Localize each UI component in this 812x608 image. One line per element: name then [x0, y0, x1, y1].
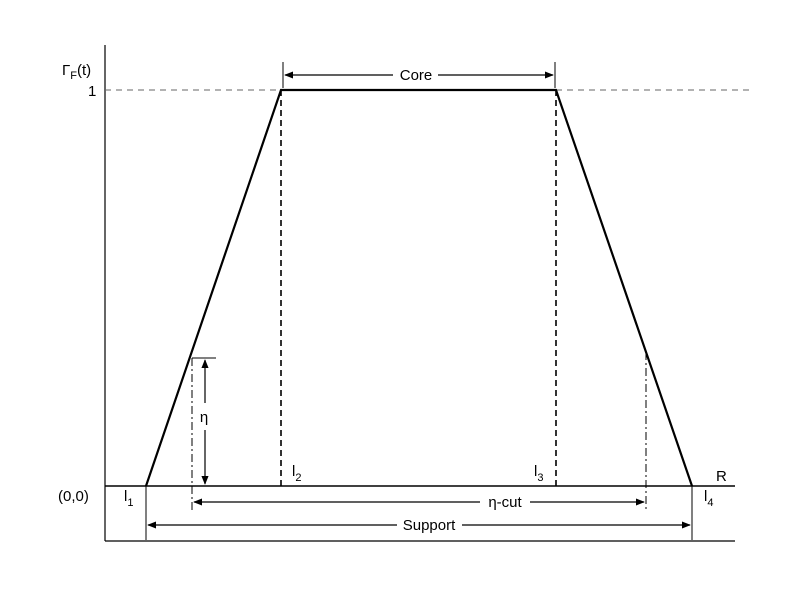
eta-label: η [200, 409, 208, 426]
y-axis-label: ΓF(t) [62, 62, 91, 82]
support-label: Support [403, 517, 456, 534]
core-label: Core [400, 67, 433, 84]
point-label-l2: l2 [292, 463, 301, 484]
x-axis-label-r: R [716, 468, 727, 485]
origin-label: (0,0) [58, 488, 89, 505]
point-label-l1: l1 [124, 488, 133, 509]
y-tick-one-label: 1 [88, 83, 96, 100]
point-label-l3: l3 [534, 463, 543, 484]
trapezoid-membership-function [144, 88, 694, 487]
point-label-l4: l4 [704, 488, 713, 509]
eta-cut-label: η-cut [488, 494, 522, 511]
